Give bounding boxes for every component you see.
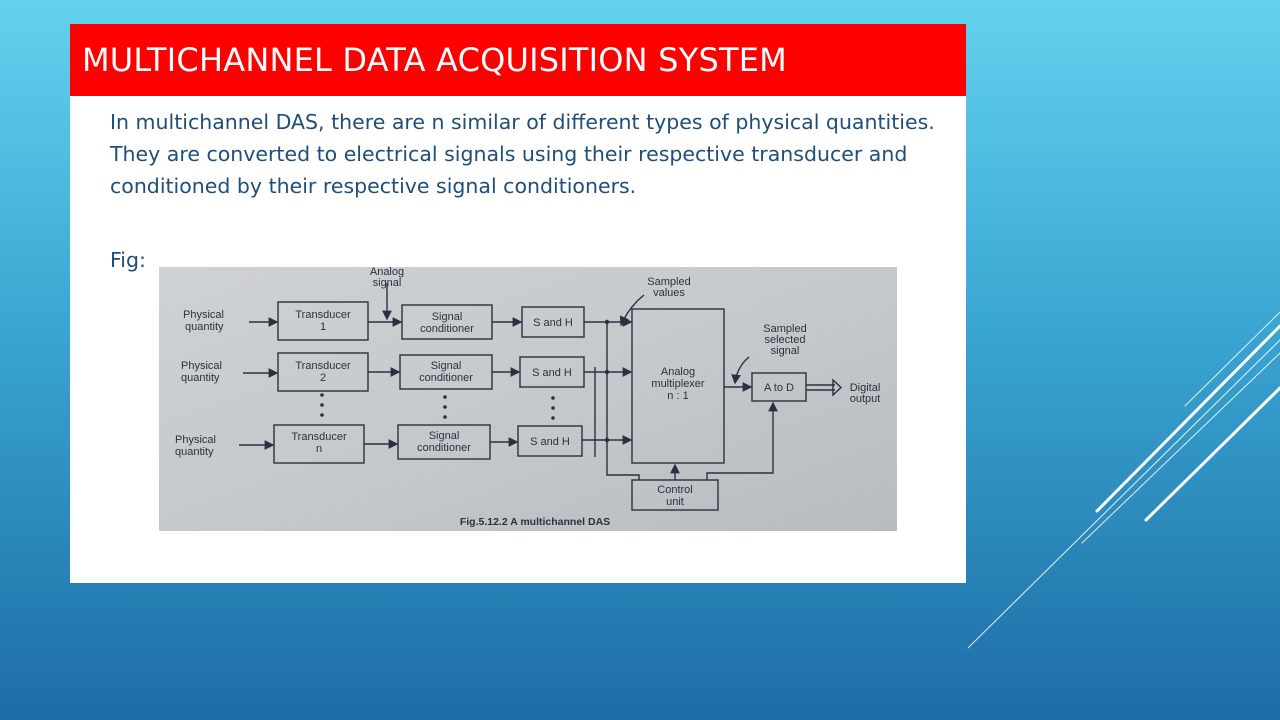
input-label-n-line2: quantity [175,446,214,458]
sample-hold-n-label: S and H [530,436,570,448]
analog-multiplexer-box [631,308,725,464]
control-unit-label-line1: Control [657,484,692,496]
body-paragraph: In multichannel DAS, there are n similar… [110,110,935,198]
input-label-n-line1: Physical [175,434,216,446]
multichannel-das-figure: Physical quantity Physical quantity Phys… [159,267,897,531]
transducer-2-label-line1: Transducer [295,360,351,372]
sample-hold-2-label: S and H [532,367,572,379]
conditioner-n-label-line2: conditioner [417,442,471,454]
transducer-1-label-line1: Transducer [295,309,351,321]
sampled-selected-label-line1: Sampled [763,323,806,335]
sampled-values-label-line1: Sampled [647,276,690,288]
transducer-2-label-line2: 2 [320,372,326,384]
digital-output-label-line2: output [850,393,881,405]
input-label-1-line1: Physical [183,309,224,321]
transducer-1-box [277,301,369,341]
conditioner-1-label-line2: conditioner [420,323,474,335]
input-label-2-line2: quantity [181,372,220,384]
conditioner-n-label-line1: Signal [429,430,460,442]
control-unit-label-line2: unit [666,496,684,508]
input-label-2-line1: Physical [181,360,222,372]
conditioner-1-label-line1: Signal [432,311,463,323]
mux-label-line2: multiplexer [651,378,705,390]
transducer-1-label-line2: 1 [320,321,326,333]
sampled-selected-label-line3: signal [771,345,800,357]
mux-label-line1: Analog [661,366,695,378]
analog-signal-label-line2: signal [373,277,402,289]
slide-title: MULTICHANNEL DATA ACQUISITION SYSTEM [82,41,787,79]
analog-signal-label-line1: Analog [370,267,404,278]
content-card: MULTICHANNEL DATA ACQUISITION SYSTEM In … [70,24,966,583]
adc-label: A to D [764,382,794,394]
fig-label: Fig: [110,248,146,272]
adc-box [751,372,807,402]
figure-caption: Fig.5.12.2 A multichannel DAS [460,516,610,528]
figure-paper-background [159,267,897,531]
sample-hold-1-label: S and H [533,317,573,329]
digital-output-label-line1: Digital [850,382,881,394]
transducer-n-label-line2: n [316,443,322,455]
conditioner-2-label-line2: conditioner [419,372,473,384]
input-label-1-line2: quantity [185,321,224,333]
sampled-selected-label-line2: selected [765,334,806,346]
sampled-values-label-line2: values [653,287,685,299]
sample-hold-n-box [517,425,583,457]
mux-label-line3: n : 1 [667,390,688,402]
conditioner-2-label-line1: Signal [431,360,462,372]
title-bar: MULTICHANNEL DATA ACQUISITION SYSTEM [70,24,966,96]
transducer-n-label-line1: Transducer [291,431,347,443]
